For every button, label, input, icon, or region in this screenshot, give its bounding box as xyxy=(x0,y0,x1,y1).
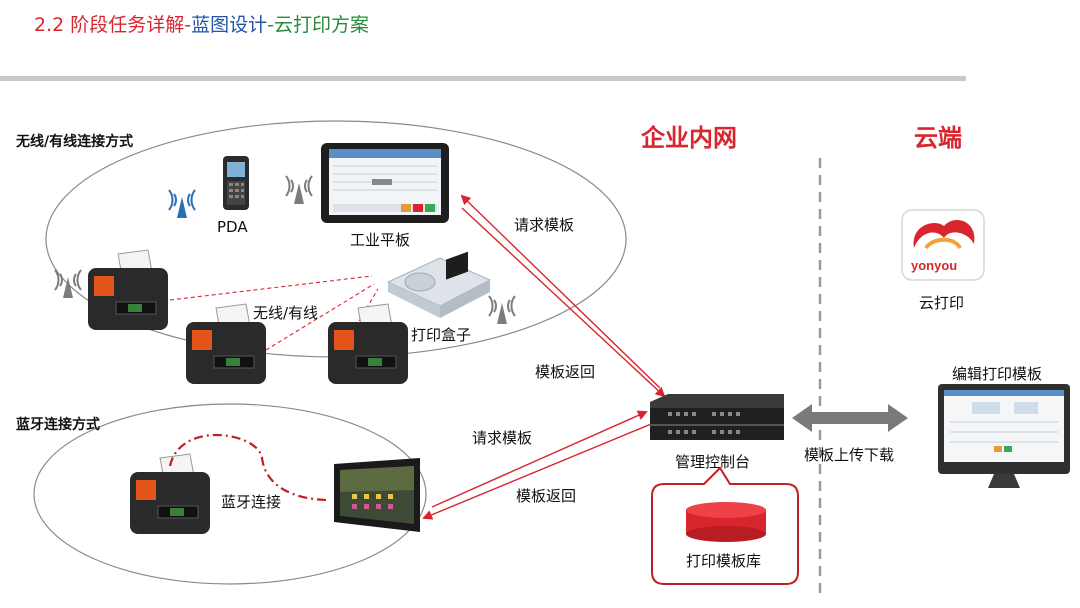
zone-intranet-label: 企业内网 xyxy=(641,124,737,152)
template-db-label: 打印模板库 xyxy=(686,552,762,570)
title-prefix: 2.2 阶段任务详解- xyxy=(34,14,192,36)
zone-cloud-label: 云端 xyxy=(914,124,962,152)
template-db-callout xyxy=(651,466,799,585)
wireless-link-label: 无线/有线 xyxy=(253,304,319,322)
template-return-label-bottom: 模板返回 xyxy=(516,487,577,505)
label-printer-icon xyxy=(328,303,408,384)
title-separator: - xyxy=(267,14,274,36)
wifi-signal-icon xyxy=(54,269,82,298)
print-box-label: 打印盒子 xyxy=(411,326,472,344)
upload-download-label: 模板上传下载 xyxy=(804,446,895,464)
request-template-label-top: 请求模板 xyxy=(514,216,575,234)
header-divider xyxy=(0,76,966,81)
bluetooth-tablet-icon xyxy=(334,458,420,532)
request-return-arrows xyxy=(422,194,666,520)
pda-device-icon xyxy=(223,156,249,210)
template-return-label-top: 模板返回 xyxy=(535,363,596,381)
cloud-print-label: 云打印 xyxy=(919,294,965,312)
wifi-signal-icon xyxy=(488,295,516,324)
edit-template-label: 编辑打印模板 xyxy=(952,365,1043,383)
bluetooth-group-heading: 蓝牙连接方式 xyxy=(16,417,100,433)
console-label: 管理控制台 xyxy=(675,453,751,471)
bluetooth-group-ellipse xyxy=(33,403,427,585)
upload-download-arrow xyxy=(792,404,908,432)
request-template-label-bottom: 请求模板 xyxy=(472,429,533,447)
tablet-label: 工业平板 xyxy=(350,231,411,249)
database-icon xyxy=(686,502,766,542)
wifi-signal-icon xyxy=(168,189,196,218)
label-printer-icon xyxy=(186,303,266,384)
monitor-icon xyxy=(938,384,1070,488)
bluetooth-link-curve xyxy=(168,433,331,502)
bluetooth-link-label: 蓝牙连接 xyxy=(221,493,282,511)
title-cloud-print: 云打印方案 xyxy=(274,14,370,36)
label-printer-icon xyxy=(88,249,168,330)
industrial-tablet-icon xyxy=(321,143,449,223)
server-console-icon xyxy=(650,394,784,440)
page-title: 2.2 阶段任务详解-蓝图设计-云打印方案 xyxy=(34,10,369,37)
yonyou-logo-text: yonyou xyxy=(911,258,958,273)
label-printer-icon xyxy=(130,453,210,534)
print-box-icon xyxy=(386,251,492,318)
title-blueprint: 蓝图设计 xyxy=(191,14,268,36)
wifi-signal-icon xyxy=(285,175,313,204)
yonyou-logo xyxy=(901,209,985,281)
wireless-group-heading: 无线/有线连接方式 xyxy=(16,134,134,150)
pda-label: PDA xyxy=(217,218,248,236)
